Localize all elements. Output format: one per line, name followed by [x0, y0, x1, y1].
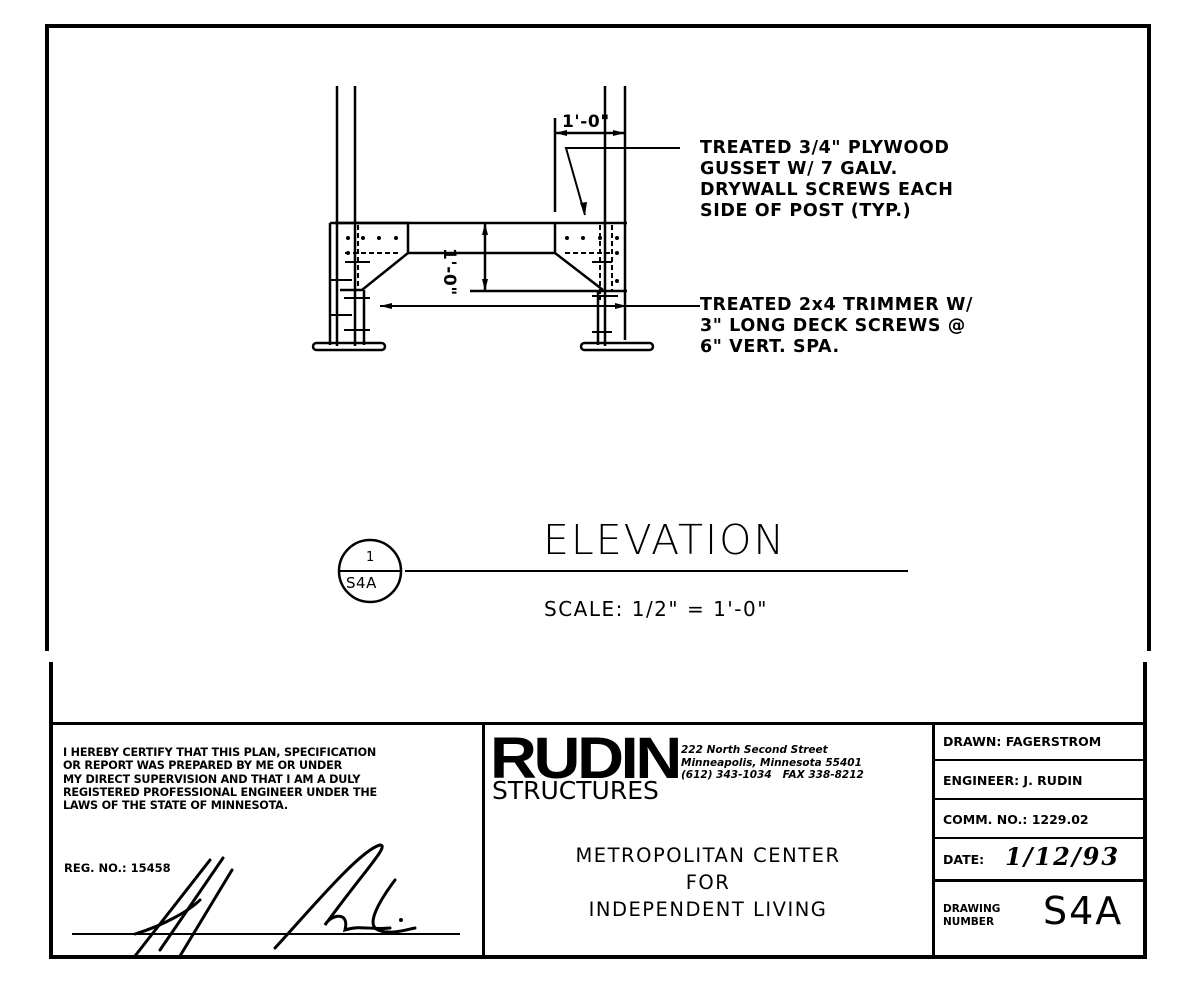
title-block-row-line [935, 759, 1145, 761]
callout-detail-number: 1 [366, 550, 375, 565]
scale-label: SCALE: 1/2" = 1'-0" [544, 597, 768, 621]
note-line: DRYWALL SCREWS EACH [700, 180, 954, 200]
cert-line: MY DIRECT SUPERVISION AND THAT I AM A DU… [63, 772, 361, 786]
view-title: ELEVATION [543, 516, 787, 564]
gusset-note: TREATED 3/4" PLYWOOD GUSSET W/ 7 GALV. D… [700, 138, 953, 222]
sheet-border-left [45, 24, 49, 651]
registration-number: REG. NO.: 15458 [64, 861, 171, 875]
note-line: TREATED 3/4" PLYWOOD [700, 138, 950, 158]
sheet-border-bottom [49, 955, 1147, 959]
title-block-row-line [935, 837, 1145, 839]
note-line: SIDE OF POST (TYP.) [700, 201, 912, 221]
title-block-row-line [935, 879, 1145, 882]
date-value: 1/12/93 [1005, 842, 1121, 871]
firm-logo-subtitle: STRUCTURES [492, 776, 659, 805]
project-name: METROPOLITAN CENTER FOR INDEPENDENT LIVI… [483, 842, 933, 923]
firm-logo-name: RUDIN [490, 726, 682, 791]
note-line: GUSSET W/ 7 GALV. [700, 159, 898, 179]
date-label: DATE: [943, 852, 985, 867]
cert-line: OR REPORT WAS PREPARED BY ME OR UNDER [63, 759, 342, 773]
drawing-number: S4A [1043, 889, 1124, 933]
trimmer-note: TREATED 2x4 TRIMMER W/ 3" LONG DECK SCRE… [700, 295, 973, 358]
project-line: INDEPENDENT LIVING [588, 898, 828, 921]
firm-address: 222 North Second Street Minneapolis, Min… [681, 744, 864, 782]
title-block-top [49, 722, 1147, 725]
address-line: (612) 343-1034 FAX 338-8212 [681, 769, 864, 781]
drawing-number-label: DRAWING NUMBER [943, 903, 1001, 928]
note-line: TREATED 2x4 TRIMMER W/ [700, 295, 973, 315]
engineer: ENGINEER: J. RUDIN [943, 773, 1083, 788]
sheet-border-top [45, 24, 1151, 28]
commission-number: COMM. NO.: 1229.02 [943, 812, 1089, 827]
sheet-border-right-lower [1143, 662, 1147, 959]
cert-line: I HEREBY CERTIFY THAT THIS PLAN, SPECIFI… [63, 746, 377, 759]
callout-sheet: S4A [346, 574, 377, 592]
title-block-divider [932, 722, 935, 958]
project-line: METROPOLITAN CENTER [575, 844, 841, 867]
address-line: 222 North Second Street [681, 744, 828, 756]
title-block-row-line [935, 798, 1145, 800]
sheet-border-right [1147, 24, 1151, 651]
title-block-divider [482, 722, 485, 958]
cert-line: REGISTERED PROFESSIONAL ENGINEER UNDER T… [63, 785, 377, 799]
engineer-signature [72, 843, 460, 958]
cert-line: LAWS OF THE STATE OF MINNESOTA. [63, 799, 288, 813]
dimension-vertical: 1'-0" [439, 248, 459, 296]
certification-statement: I HEREBY CERTIFY THAT THIS PLAN, SPECIFI… [63, 746, 377, 812]
drawn-by: DRAWN: FAGERSTROM [943, 734, 1102, 749]
address-line: Minneapolis, Minnesota 55401 [681, 756, 862, 769]
sheet-border-left-lower [49, 662, 53, 959]
project-line: FOR [685, 871, 731, 894]
dimension-horizontal: 1'-0" [562, 112, 610, 132]
note-line: 3" LONG DECK SCREWS @ [700, 316, 966, 336]
note-line: 6" VERT. SPA. [700, 337, 840, 357]
